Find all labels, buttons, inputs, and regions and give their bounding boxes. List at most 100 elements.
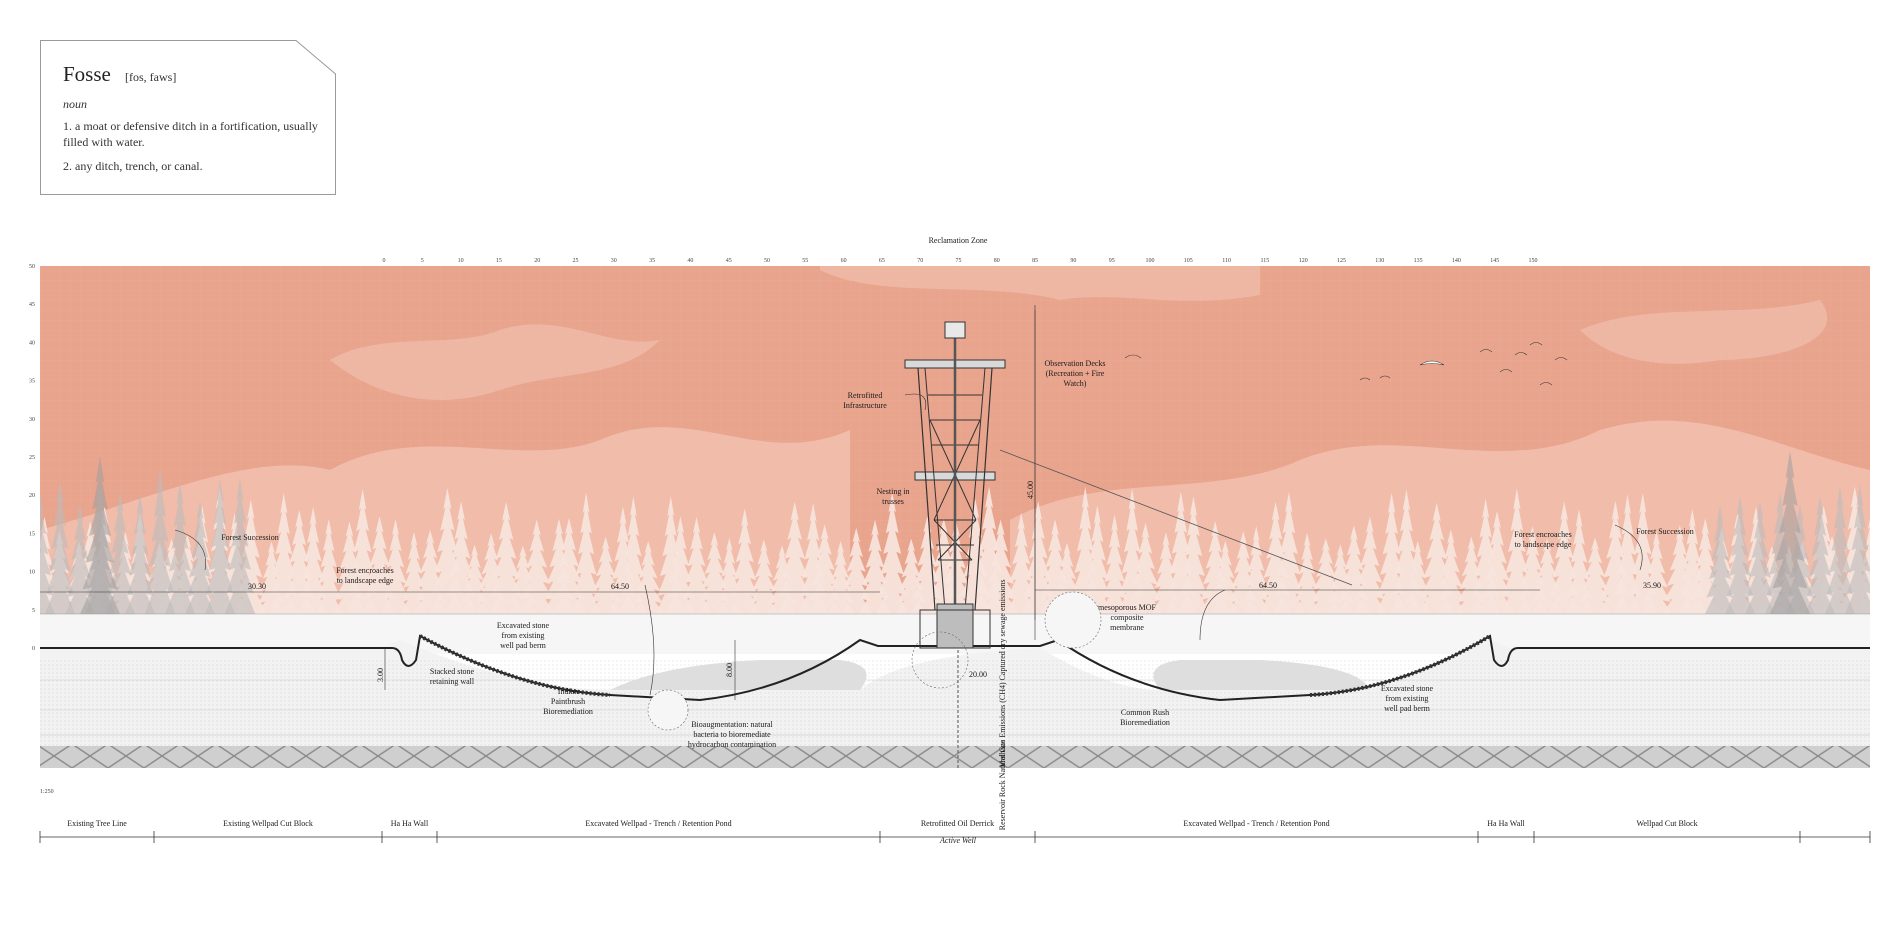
tree — [1351, 516, 1388, 616]
tree — [40, 493, 56, 616]
cloud-light-mid — [330, 324, 660, 400]
zone-label: Wellpad Cut Block — [1636, 819, 1697, 828]
definition-card-frame — [40, 40, 336, 195]
active-well-label: Active Well — [939, 836, 977, 845]
top-tick-label: 110 — [1222, 258, 1231, 264]
retention-pond-left — [610, 660, 867, 690]
bird — [1379, 375, 1391, 379]
tree — [1804, 495, 1836, 616]
dim-depth: 8.00 — [725, 663, 734, 677]
dim-height: 45.00 — [1026, 481, 1035, 499]
tree — [630, 541, 666, 616]
tree — [164, 482, 196, 616]
leader-line — [1199, 589, 1226, 641]
top-tick-label: 100 — [1146, 258, 1155, 264]
top-tick-label: 80 — [994, 258, 1000, 264]
zone-label: Ha Ha Wall — [391, 819, 429, 828]
definition-card: Fosse [fos, faws] noun 1. a moat or defe… — [40, 40, 336, 195]
oil-derrick-tower — [904, 310, 1353, 649]
zone-label: Excavated Wellpad - Trench / Retention P… — [1183, 819, 1329, 828]
top-tick-label: 30 — [611, 258, 617, 264]
dim-mid-right: 64.50 — [1259, 581, 1277, 590]
left-tick-label: 45 — [29, 302, 35, 308]
tree — [44, 481, 76, 616]
top-tick-label: 125 — [1337, 258, 1346, 264]
zone-label: Existing Tree Line — [67, 819, 127, 828]
definition-word: Fosse — [63, 62, 111, 86]
leader-line — [904, 393, 927, 411]
tree — [570, 492, 602, 616]
annotation-reservoir: Reservoir Rock Natural Gas — [998, 740, 1007, 830]
tree — [1724, 496, 1756, 616]
bird — [1499, 369, 1513, 373]
tree — [184, 500, 216, 616]
dimension-lines — [40, 305, 1540, 700]
dim-right: 35.90 — [1643, 581, 1661, 590]
bird — [1539, 382, 1553, 386]
dim-mid-left: 64.50 — [611, 582, 629, 591]
annotation-forest-succession-right: Forest Succession — [1636, 527, 1694, 536]
tree — [1769, 451, 1811, 616]
tree — [224, 477, 256, 616]
definition-pronunciation: [fos, faws] — [125, 70, 177, 84]
left-tick-label: 50 — [29, 264, 35, 270]
section-title: Reclamation Zone — [929, 236, 988, 245]
tree — [679, 516, 714, 616]
tree — [746, 539, 781, 616]
top-tick-label: 55 — [802, 258, 808, 264]
definition-sense-2: 2. any ditch, trench, or canal. — [63, 159, 203, 173]
left-tick-label: 0 — [32, 646, 35, 652]
tree — [79, 456, 121, 616]
zone-label: Retrofitted Oil Derrick — [921, 819, 994, 828]
tree — [1291, 532, 1323, 616]
tree — [1639, 531, 1674, 616]
tree — [345, 488, 380, 616]
scale-label: 1:250 — [40, 789, 54, 795]
left-tick-label: 30 — [29, 417, 35, 423]
bird — [1124, 354, 1142, 359]
soil-dots — [40, 660, 1870, 750]
annotation-methane: Methane Emissions (CH4) — [998, 682, 1007, 768]
top-tick-label: 40 — [687, 258, 693, 264]
tree — [1744, 501, 1776, 616]
leader-line — [1614, 524, 1643, 571]
cloud-light-right-high — [1580, 300, 1828, 364]
top-tick-label: 35 — [649, 258, 655, 264]
bedrock-hatch — [40, 746, 1870, 768]
tree — [875, 491, 910, 616]
top-tick-label: 140 — [1452, 258, 1461, 264]
left-tick-label: 20 — [29, 493, 35, 499]
top-tick-label: 130 — [1375, 258, 1384, 264]
top-tick-label: 10 — [458, 258, 464, 264]
left-tick-label: 35 — [29, 379, 35, 385]
top-tick-label: 5 — [421, 258, 424, 264]
tree — [1575, 537, 1615, 616]
forest-silhouette — [40, 451, 1870, 616]
tree — [1176, 496, 1211, 616]
top-tick-label: 15 — [496, 258, 502, 264]
top-tick-label: 145 — [1490, 258, 1499, 264]
annotation-forest-succession-left: Forest Succession — [221, 533, 279, 542]
leader-line — [174, 529, 206, 571]
membrane-callout — [1044, 591, 1102, 649]
bird — [1529, 342, 1543, 346]
tree — [1081, 505, 1114, 616]
top-tick-label: 75 — [956, 258, 962, 264]
dim-pad: 20.00 — [969, 670, 987, 679]
top-tick-label: 45 — [726, 258, 732, 264]
top-tick-label: 90 — [1070, 258, 1076, 264]
